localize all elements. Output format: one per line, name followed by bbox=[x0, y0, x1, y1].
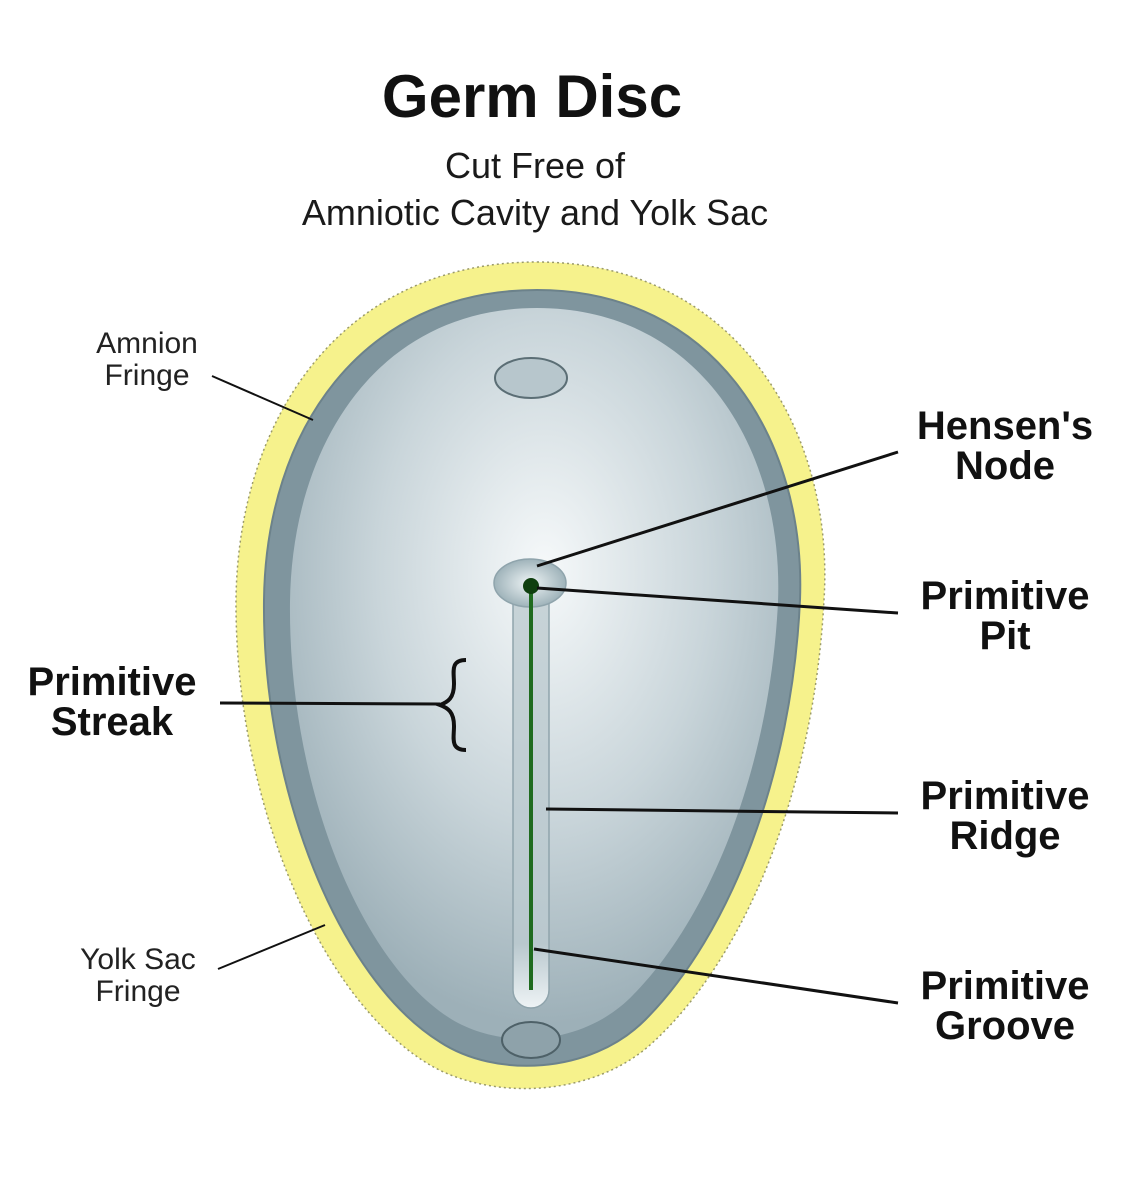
yolk-sac-fringe-leader bbox=[217, 924, 326, 970]
cranial-oval bbox=[494, 357, 568, 399]
caudal-oval bbox=[501, 1021, 561, 1059]
hensens-node-label: Hensen's Node bbox=[916, 404, 1094, 488]
primitive-groove-leader bbox=[533, 947, 899, 1005]
primitive-streak-label: Primitive Streak bbox=[27, 660, 197, 744]
amnion-fringe-leader bbox=[211, 375, 314, 421]
diagram-subtitle-line2: Amniotic Cavity and Yolk Sac bbox=[301, 192, 769, 233]
diagram-title: Germ Disc bbox=[381, 63, 683, 130]
diagram-subtitle-line1: Cut Free of bbox=[444, 145, 626, 186]
primitive-ridge-leader bbox=[545, 807, 899, 815]
primitive-streak-leader bbox=[219, 701, 441, 706]
primitive-groove-label: Primitive Groove bbox=[920, 964, 1090, 1048]
primitive-pit-leader bbox=[536, 586, 899, 615]
amnion-fringe-label: Amnion Fringe bbox=[96, 327, 198, 392]
primitive-pit-label: Primitive Pit bbox=[920, 574, 1090, 658]
yolk-sac-fringe-label: Yolk Sac Fringe bbox=[80, 943, 196, 1008]
primitive-ridge-label: Primitive Ridge bbox=[920, 774, 1090, 858]
hensens-node-leader bbox=[536, 450, 899, 568]
primitive-pit-dot bbox=[523, 578, 539, 594]
primitive-streak-brace bbox=[434, 658, 467, 752]
